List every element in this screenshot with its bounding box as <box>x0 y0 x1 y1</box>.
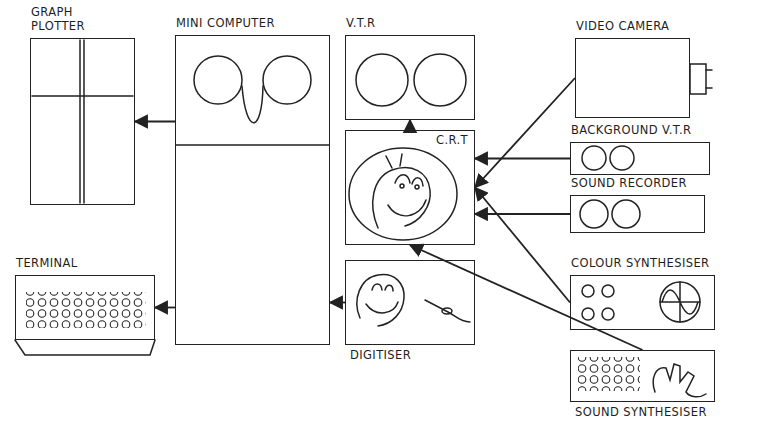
scope-screen <box>660 282 700 322</box>
cartoon-eyes <box>372 284 393 291</box>
device-label: TERMINAL <box>14 257 80 271</box>
signal-line <box>155 307 175 309</box>
vtr-box: BACKGROUND V.T.R <box>570 142 710 175</box>
tape-reel <box>612 200 640 228</box>
plotter-rail <box>79 40 81 203</box>
signal-line <box>330 302 345 304</box>
signal-line <box>475 213 570 215</box>
device-label: GRAPH PLOTTER <box>29 6 105 34</box>
tape-loop <box>242 86 263 123</box>
device-label: C.R.T <box>434 134 470 148</box>
device-label: DIGITISER <box>348 349 413 363</box>
cartoon-pupil <box>400 184 404 188</box>
computer-box: MINI COMPUTER <box>175 35 330 345</box>
signal-line <box>475 158 570 160</box>
plotter-box: GRAPH PLOTTER <box>30 38 135 205</box>
cartoon-face <box>373 168 430 228</box>
device-label: BACKGROUND V.T.R <box>569 124 693 138</box>
keyboard-keys <box>26 292 146 328</box>
synthesiser-box: COLOUR SYNTHESISER <box>570 275 715 330</box>
vtr-box: V.T.R <box>345 35 475 120</box>
control-knob <box>602 308 614 320</box>
tape-reel <box>414 54 466 106</box>
cartoon-face <box>357 275 404 326</box>
cartoon-pupil <box>415 185 419 189</box>
camera-lens <box>706 87 712 89</box>
tape-reel <box>610 146 634 170</box>
camera-lens <box>706 69 712 71</box>
camera-lens <box>690 64 706 94</box>
tape-reel <box>263 56 311 104</box>
control-knob <box>582 285 594 297</box>
crt-screen <box>349 148 457 240</box>
synth-keys <box>578 357 640 391</box>
tape-reel <box>194 56 242 104</box>
plotter-rail <box>32 95 133 97</box>
terminal-box: TERMINAL <box>15 275 155 340</box>
device-label: V.T.R <box>344 17 377 31</box>
signal-line <box>409 120 411 130</box>
recorder-box: SOUND RECORDER <box>570 195 705 233</box>
synthesiser-box: SOUND SYNTHESISER <box>570 350 715 402</box>
signal-line <box>135 121 175 123</box>
digitiser-box: DIGITISER <box>345 260 475 345</box>
device-label: SOUND RECORDER <box>569 177 689 191</box>
terminal-base <box>15 340 155 355</box>
pen-tip <box>442 308 452 314</box>
cartoon-mouth <box>386 154 426 216</box>
cartoon-mouth <box>366 302 398 313</box>
device-label: COLOUR SYNTHESISER <box>569 257 712 271</box>
tape-reel <box>580 200 608 228</box>
digitiser-pen <box>425 300 470 322</box>
scope-wave <box>660 282 700 322</box>
camera-box: VIDEO CAMERA <box>575 38 690 118</box>
signal-line <box>475 78 575 188</box>
control-knob <box>582 308 594 320</box>
tape-reel <box>582 146 606 170</box>
plotter-rail <box>83 40 85 203</box>
panel-line <box>176 144 329 146</box>
device-label: MINI COMPUTER <box>174 17 277 31</box>
crt-box: C.R.T <box>345 130 475 245</box>
device-label: VIDEO CAMERA <box>574 20 671 34</box>
tape-reel <box>356 54 408 106</box>
control-knob <box>602 285 614 297</box>
player-hand <box>653 364 706 397</box>
signal-line <box>475 188 570 303</box>
device-label: SOUND SYNTHESISER <box>573 406 709 420</box>
cartoon-eyes <box>395 175 423 186</box>
